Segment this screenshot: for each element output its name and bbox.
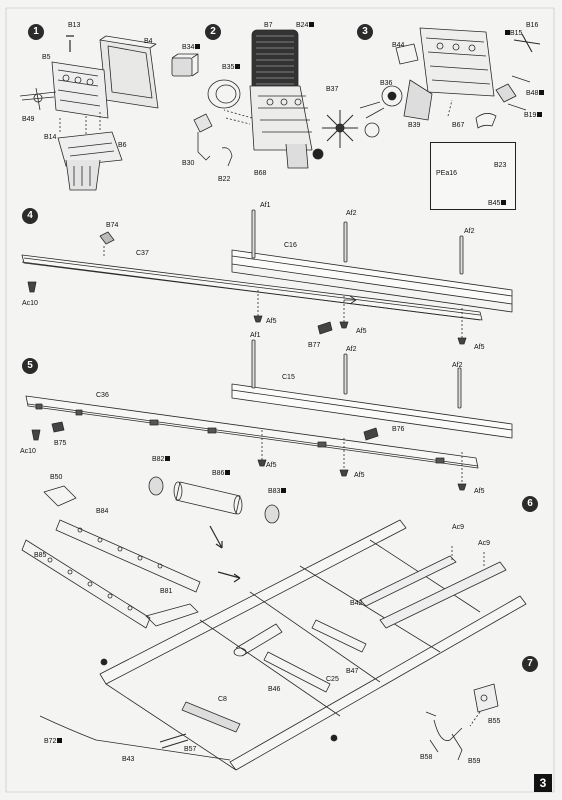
part-label: B19 <box>524 112 543 120</box>
part-label: Ac10 <box>22 300 38 307</box>
part-label: Af2 <box>464 228 475 235</box>
part-label: B34 <box>182 44 201 52</box>
sprue-marker <box>539 90 545 95</box>
part-label: B7 <box>264 22 273 29</box>
part-label: Ac9 <box>452 524 465 531</box>
sprue-marker <box>165 456 171 461</box>
page-border <box>5 7 555 793</box>
part-label: C36 <box>96 392 109 399</box>
part-label: PEa16 <box>436 170 458 177</box>
part-label: C15 <box>282 374 295 381</box>
part-label: C16 <box>284 242 297 249</box>
sprue-marker <box>235 64 241 69</box>
part-label: B23 <box>494 162 507 169</box>
step-badge-7: 7 <box>522 656 538 672</box>
part-label: C25 <box>326 676 339 683</box>
part-label: B14 <box>44 134 57 141</box>
step7-drawing <box>425 683 499 761</box>
part-label: B86 <box>212 470 231 478</box>
step1-drawing <box>19 35 159 191</box>
part-label: B84 <box>96 508 109 515</box>
part-label: B67 <box>452 122 465 129</box>
step-badge-1: 1 <box>28 24 44 40</box>
part-label: Af5 <box>356 328 367 335</box>
part-label: Af5 <box>266 318 277 325</box>
part-label: B13 <box>68 22 81 29</box>
part-label: B45 <box>488 200 507 208</box>
step3-drawing <box>322 27 541 148</box>
part-label: Af5 <box>474 344 485 351</box>
part-label: B77 <box>308 342 321 349</box>
part-label: B75 <box>54 440 67 447</box>
part-label: B58 <box>420 754 433 761</box>
step-badge-5: 5 <box>22 358 38 374</box>
part-label: Af5 <box>354 472 365 479</box>
part-label: B50 <box>50 474 63 481</box>
part-label: B22 <box>218 176 231 183</box>
part-label: B74 <box>106 222 119 229</box>
part-label: Af1 <box>260 202 271 209</box>
part-label: B47 <box>346 668 359 675</box>
part-label: B15 <box>504 30 522 38</box>
step-badge-6: 6 <box>522 496 538 512</box>
part-label: B16 <box>526 22 539 29</box>
part-label: B82 <box>152 456 171 464</box>
sprue-marker <box>537 112 543 117</box>
sprue-marker <box>225 470 231 475</box>
part-label: B37 <box>326 86 339 93</box>
step-badge-2: 2 <box>205 24 221 40</box>
part-label: B42 <box>350 600 363 607</box>
step-badge-3: 3 <box>357 24 373 40</box>
part-label: B76 <box>392 426 405 433</box>
step4-drawing <box>21 209 513 345</box>
part-label: B83 <box>268 488 287 496</box>
part-label: C8 <box>218 696 227 703</box>
part-label: B4 <box>144 38 153 45</box>
step5-drawing <box>25 339 513 491</box>
part-label: Af2 <box>346 346 357 353</box>
sprue-marker <box>195 44 201 49</box>
part-label: Af5 <box>266 462 277 469</box>
part-label: B43 <box>122 756 135 763</box>
part-label: B72 <box>44 738 63 746</box>
part-label: B44 <box>392 42 405 49</box>
part-label: B68 <box>254 170 267 177</box>
step2-drawing <box>171 29 324 169</box>
part-label: B59 <box>468 758 481 765</box>
part-label: B24 <box>296 22 315 30</box>
page-number: 3 <box>534 774 552 792</box>
part-label: B55 <box>488 718 501 725</box>
part-label: Ac9 <box>478 540 491 547</box>
part-label: Af2 <box>346 210 357 217</box>
sprue-marker <box>309 22 315 27</box>
step-badge-4: 4 <box>22 208 38 224</box>
sprue-marker <box>501 200 507 205</box>
part-label: B36 <box>380 80 393 87</box>
part-label: B85 <box>34 552 47 559</box>
part-label: B57 <box>184 746 197 753</box>
part-label: B6 <box>118 142 127 149</box>
sprue-marker <box>505 30 510 35</box>
part-label: B5 <box>42 54 51 61</box>
step6-drawing <box>21 476 527 771</box>
part-label: B81 <box>160 588 173 595</box>
part-label: Af1 <box>250 332 261 339</box>
part-label: B48 <box>526 90 545 98</box>
part-label: B46 <box>268 686 281 693</box>
fan-drawing <box>322 110 358 148</box>
part-label: C37 <box>136 250 149 257</box>
part-label: B39 <box>408 122 421 129</box>
part-label: B35 <box>222 64 241 72</box>
sprue-marker <box>57 738 63 743</box>
sprue-marker <box>281 488 287 493</box>
detail-inset <box>430 142 516 210</box>
part-label: B49 <box>22 116 35 123</box>
part-label: B30 <box>182 160 195 167</box>
part-label: Ac10 <box>20 448 36 455</box>
part-label: Af2 <box>452 362 463 369</box>
part-label: Af5 <box>474 488 485 495</box>
